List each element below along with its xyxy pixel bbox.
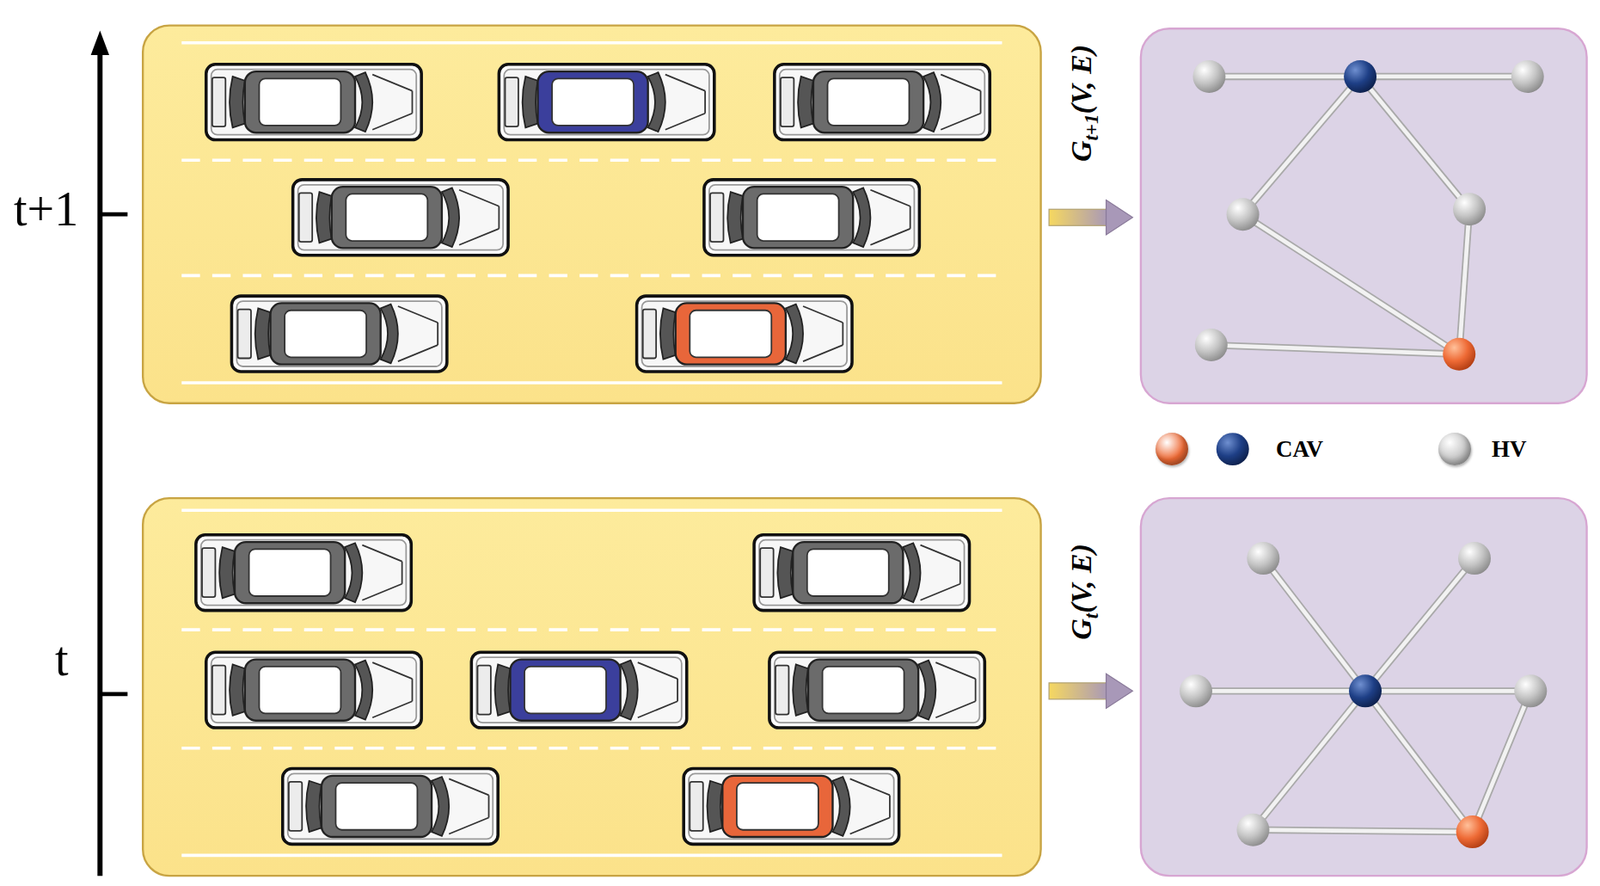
vehicle-sphere — [1343, 60, 1377, 93]
graph-symbol: G — [1065, 618, 1098, 640]
car — [769, 651, 985, 728]
legend-swatch — [1438, 432, 1472, 466]
graph-link — [1365, 690, 1473, 832]
vehicle-sphere — [1348, 674, 1382, 707]
graph-link — [1360, 76, 1470, 209]
car — [231, 295, 447, 372]
graph-link — [1211, 344, 1460, 355]
car — [774, 64, 990, 141]
car — [704, 179, 920, 256]
vehicle-graph — [1192, 60, 1544, 371]
graph-link — [1360, 76, 1470, 209]
vehicle-sphere — [1226, 197, 1260, 231]
vehicle-sphere — [1458, 541, 1491, 575]
graph-link — [1195, 686, 1366, 694]
legend-label: CAV — [1275, 435, 1324, 463]
graph-link — [1459, 208, 1470, 355]
time-label: t+1 — [13, 181, 79, 237]
graph-link — [1208, 73, 1361, 80]
vehicle-sphere — [1511, 60, 1545, 93]
graph-link — [1365, 557, 1475, 691]
vehicle-sphere — [1246, 541, 1280, 575]
vehicle-sphere — [1452, 192, 1486, 226]
car — [196, 534, 411, 611]
graph-link — [1243, 76, 1361, 215]
graph-link — [1365, 688, 1531, 693]
car — [683, 768, 899, 845]
vehicle-sphere — [1179, 674, 1213, 707]
graph-symbol: G — [1065, 140, 1098, 163]
car — [206, 651, 422, 728]
vehicle-sphere — [1514, 674, 1547, 707]
graph-args: (V, E) — [1065, 543, 1098, 614]
legend-label: HV — [1491, 435, 1527, 463]
graph-link — [1472, 690, 1532, 832]
graph-label: Gt+1(V, E) — [1065, 44, 1098, 162]
graph-link — [1262, 557, 1366, 691]
graph-link — [1211, 344, 1460, 355]
car — [293, 179, 509, 256]
graph-link — [1360, 74, 1528, 80]
graph-link — [1252, 829, 1472, 832]
graph-link — [1262, 557, 1366, 691]
vehicle-sphere — [1195, 328, 1228, 362]
graph-link — [1472, 690, 1532, 832]
graph-link — [1365, 557, 1475, 691]
vehicle-graph — [1179, 541, 1547, 848]
graph-link — [1208, 74, 1361, 80]
graph-link — [1365, 686, 1531, 694]
graph-link — [1195, 688, 1366, 693]
graph-link — [1252, 690, 1366, 829]
graph-subscript: t — [1080, 613, 1103, 619]
vehicle-sphere — [1192, 60, 1226, 93]
graph-label: Gt(V, E) — [1065, 543, 1098, 640]
car — [282, 768, 498, 845]
graph-link — [1360, 73, 1528, 80]
graph-link — [1252, 690, 1366, 829]
graph-link — [1365, 690, 1473, 832]
graph-link — [1252, 829, 1472, 832]
car — [637, 295, 853, 372]
car — [754, 534, 969, 611]
graph-args: (V, E) — [1065, 44, 1098, 115]
graph-link — [1243, 214, 1460, 355]
graph-link — [1459, 208, 1470, 355]
vehicle-sphere — [1442, 337, 1476, 371]
car — [498, 64, 714, 141]
graph-link — [1243, 214, 1460, 355]
time-label: t — [55, 631, 69, 687]
legend-swatch — [1155, 432, 1189, 466]
car — [471, 651, 687, 728]
graph-link — [1243, 76, 1361, 215]
vehicle-sphere — [1236, 813, 1269, 846]
graph-subscript: t+1 — [1080, 114, 1103, 141]
vehicle-sphere — [1456, 815, 1490, 848]
car — [206, 64, 422, 141]
